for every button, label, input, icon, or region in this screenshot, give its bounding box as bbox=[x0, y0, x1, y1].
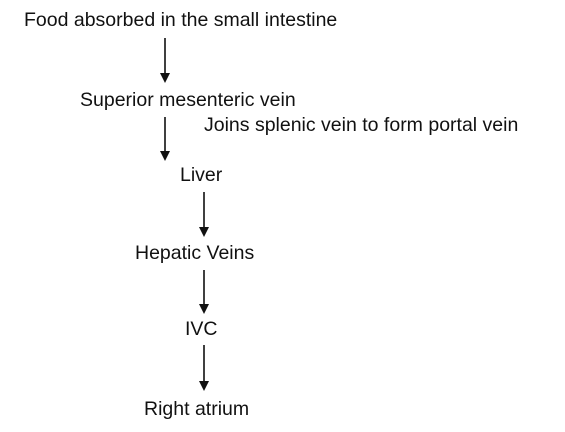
arrow-2 bbox=[160, 117, 170, 161]
annotation-portal-vein: Joins splenic vein to form portal vein bbox=[204, 114, 519, 136]
step-right-atrium: Right atrium bbox=[144, 398, 250, 420]
arrow-5 bbox=[199, 345, 209, 391]
arrow-3 bbox=[199, 192, 209, 237]
arrow-4 bbox=[199, 270, 209, 314]
step-liver: Liver bbox=[180, 164, 223, 186]
step-superior-mesenteric-vein: Superior mesenteric vein bbox=[80, 89, 296, 111]
step-food-absorbed: Food absorbed in the small intestine bbox=[24, 9, 338, 31]
step-ivc: IVC bbox=[185, 318, 218, 340]
arrow-1 bbox=[160, 38, 170, 83]
step-hepatic-veins: Hepatic Veins bbox=[135, 242, 255, 264]
